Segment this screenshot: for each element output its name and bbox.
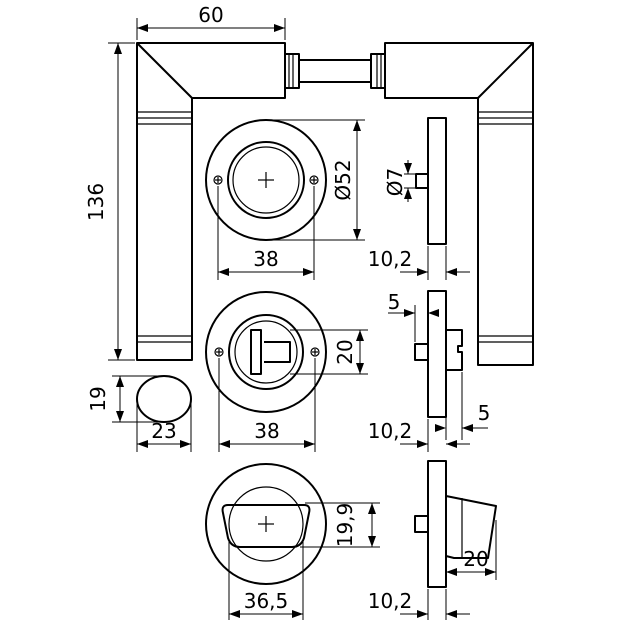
- lever-handle-right: [384, 42, 534, 366]
- dimension-lever-width: 60: [136, 3, 286, 40]
- dimension-thickness-bottom: 10,2: [368, 589, 470, 620]
- spindle: [284, 53, 386, 89]
- label-thickness-top: 10,2: [368, 247, 413, 271]
- label-hole-spacing-mid: 38: [254, 419, 279, 443]
- label-slot: 20: [333, 339, 357, 364]
- side-view-bottom: [414, 460, 497, 588]
- dimension-thickness-top: 10,2: [368, 246, 470, 280]
- label-lever-width: 60: [198, 3, 223, 27]
- label-thickness-mid: 10,2: [368, 419, 413, 443]
- lever-handle-left: [136, 42, 286, 361]
- dimension-thickness-mid: 10,2: [368, 419, 470, 452]
- dimension-knob-height: 19: [86, 375, 164, 423]
- label-turn-rose-diameter: 36,5: [244, 589, 289, 613]
- rose-top: [205, 119, 327, 241]
- label-spindle-size: Ø7: [383, 168, 407, 196]
- label-thickness-bottom: 10,2: [368, 589, 413, 613]
- oval-knob: [136, 375, 192, 423]
- side-view-top: Ø7: [383, 117, 447, 245]
- label-offset-bottom: 5: [478, 401, 491, 425]
- rose-bottom-turn: [205, 463, 327, 585]
- side-view-middle: 5 5: [388, 290, 491, 440]
- rose-middle: [205, 291, 327, 413]
- dimension-rose-diameter: Ø52: [270, 119, 365, 241]
- dimension-turn-height: 19,9: [300, 502, 380, 548]
- dimension-slot: 20: [290, 329, 368, 375]
- label-rose-diameter: Ø52: [331, 159, 355, 200]
- dimension-lever-height: 136: [84, 42, 135, 361]
- label-hole-spacing-top: 38: [253, 247, 278, 271]
- dimension-turn-rose-diameter: 36,5: [228, 540, 304, 620]
- label-knob-height: 19: [86, 386, 110, 411]
- dimension-knob-width: 23: [136, 404, 192, 452]
- label-turn-height: 19,9: [333, 503, 357, 548]
- dimension-hole-spacing-mid: 38: [218, 358, 316, 452]
- dimension-turn-width: 20: [445, 520, 497, 580]
- label-lever-height: 136: [84, 183, 108, 221]
- label-knob-width: 23: [151, 419, 176, 443]
- label-offset-top: 5: [388, 290, 401, 314]
- label-turn-width: 20: [463, 547, 488, 571]
- dimension-hole-spacing-top: 38: [217, 186, 315, 280]
